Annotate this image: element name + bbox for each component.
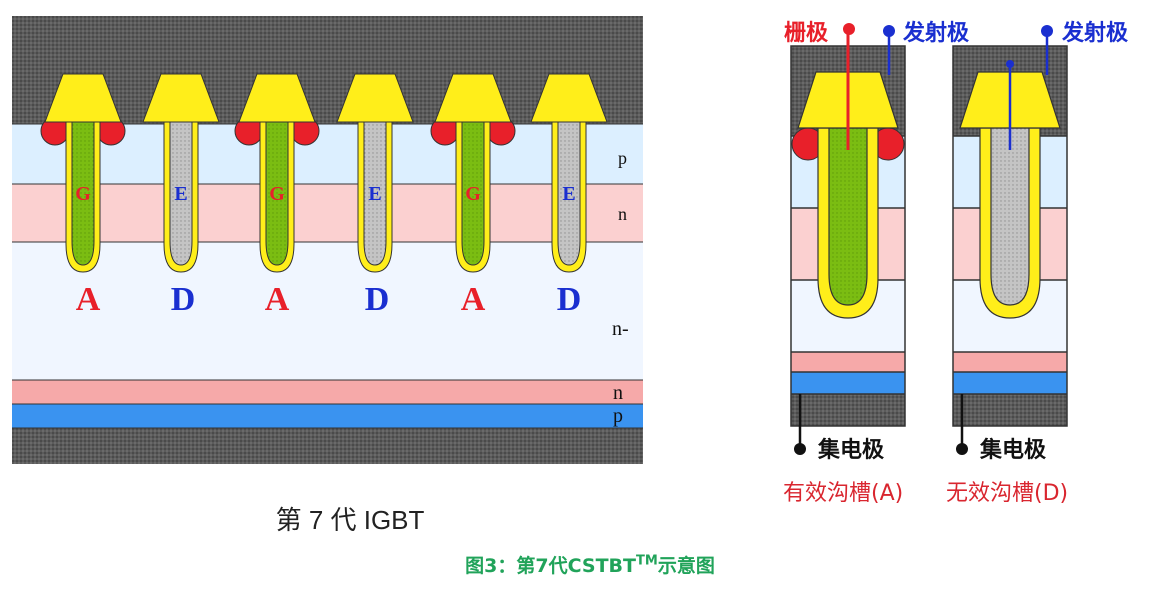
p-collector-layer-label: p <box>613 405 623 427</box>
cell-active-caption: 有效沟槽(A) <box>783 481 903 506</box>
trench-dummy: E D <box>336 73 414 318</box>
n-minus-layer <box>12 242 643 380</box>
collector-label-dummy: 集电极 <box>979 437 1047 463</box>
gate-terminal-dot <box>843 23 855 35</box>
trench-type-label: A <box>76 281 101 318</box>
trench-type-label: D <box>171 281 196 318</box>
trench-type-label: D <box>557 281 582 318</box>
collector-terminal-dot <box>956 443 968 455</box>
trench-inner-label: E <box>174 183 187 205</box>
trench-inner-label: G <box>269 183 285 205</box>
emitter-label-dummy: 发射极 <box>1061 20 1129 46</box>
trench-inner-label: G <box>75 183 91 205</box>
n-minus-layer-label: n- <box>612 318 629 340</box>
n-layer <box>12 184 643 242</box>
trench-inner-label: G <box>465 183 481 205</box>
left-figure-caption: 第 7 代 IGBT <box>275 505 425 535</box>
p-layer-label: p <box>618 148 627 168</box>
trench-inner-label: E <box>368 183 381 205</box>
cell-active <box>790 23 906 455</box>
trench-dummy: E D <box>142 73 220 318</box>
trench-active: G A <box>234 73 320 318</box>
collector-terminal-dot <box>794 443 806 455</box>
trademark-superscript: TM <box>636 553 658 569</box>
cell-dummy <box>952 25 1068 455</box>
emitter-terminal-dot <box>883 25 895 37</box>
trench-inner-label: E <box>562 183 575 205</box>
trench-active: G A <box>430 73 516 318</box>
trench-active: G A <box>40 73 126 318</box>
left-igbt-figure: p n n- n p G A E D G <box>12 16 643 464</box>
emitter-inner-dot <box>1006 60 1014 68</box>
trench-dummy: E D <box>530 73 608 318</box>
figure-caption-suffix: 示意图 <box>657 555 715 577</box>
collector-label-active: 集电极 <box>817 437 885 463</box>
emitter-terminal-dot <box>1041 25 1053 37</box>
right-cstbt-figure: 栅极 发射极 发射极 集电极 集电极 有效沟槽(A) 无效沟槽(D) <box>783 20 1129 506</box>
metal-bottom-layer <box>12 428 643 464</box>
trench-type-label: D <box>365 281 390 318</box>
trench-type-label: A <box>265 281 290 318</box>
n-buffer-layer <box>12 380 643 404</box>
figure-caption: 图3：第7代CSTBTTM示意图 <box>380 551 800 578</box>
emitter-label-active: 发射极 <box>902 20 970 46</box>
trench-type-label: A <box>461 281 486 318</box>
n-buffer-layer-label: n <box>613 382 623 404</box>
n-layer-label: n <box>618 204 627 224</box>
p-collector-layer <box>12 404 643 428</box>
figure-caption-main: 图3：第7代CSTBT <box>465 555 636 577</box>
gate-label: 栅极 <box>784 21 829 46</box>
cell-dummy-caption: 无效沟槽(D) <box>946 481 1068 506</box>
